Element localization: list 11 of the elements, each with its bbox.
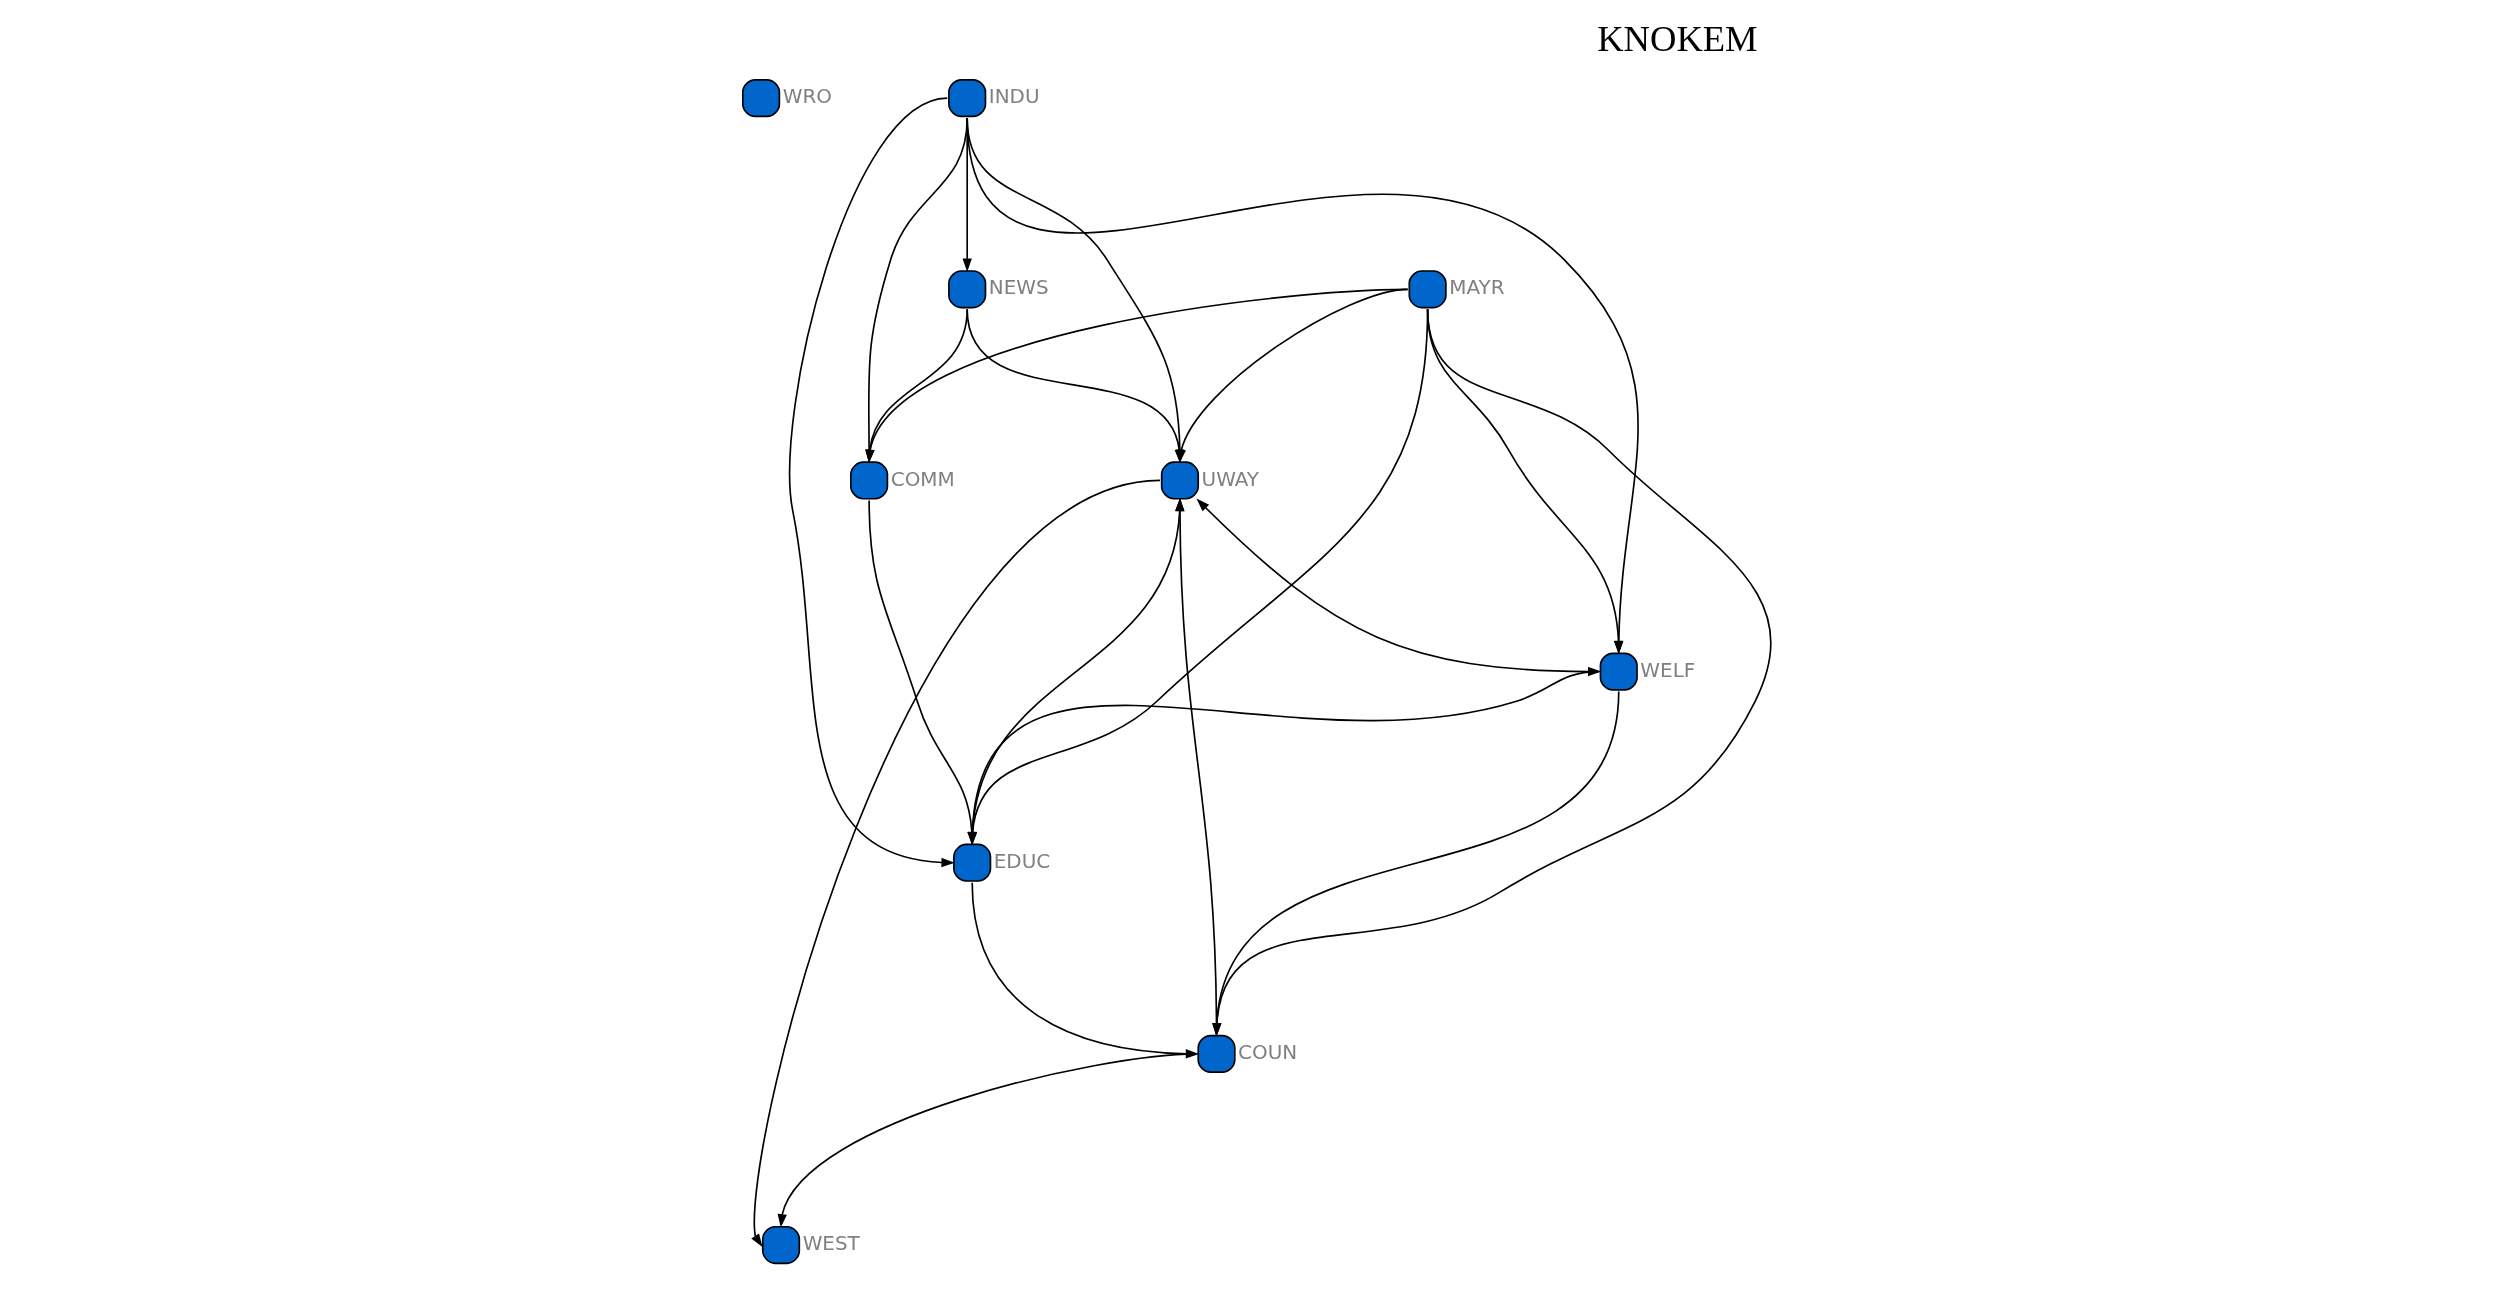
node-label: INDU xyxy=(988,84,1040,109)
node-label: EDUC xyxy=(993,848,1050,873)
node-label: NEWS xyxy=(988,275,1049,300)
node-label: WEST xyxy=(802,1231,860,1256)
node-label: MAYR xyxy=(1448,275,1505,300)
node-label: UWAY xyxy=(1201,466,1259,491)
node-label: COMM xyxy=(890,466,955,491)
node-label: COUN xyxy=(1237,1040,1297,1065)
diagram-title: KNOKEM xyxy=(1596,17,1758,59)
node-label: WELF xyxy=(1639,657,1695,682)
node-label: WRO xyxy=(782,84,832,109)
